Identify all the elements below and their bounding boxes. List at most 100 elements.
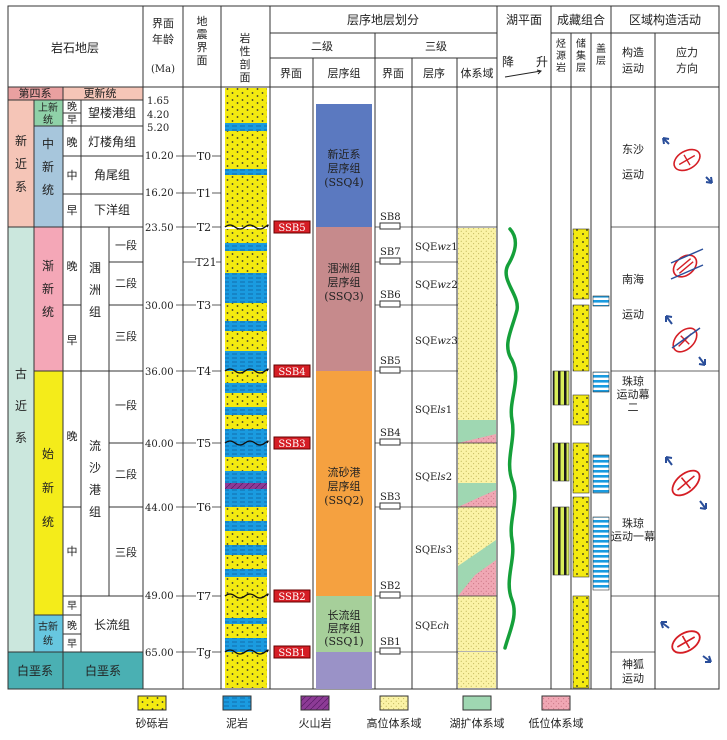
legend-highstand: 高位体系域 bbox=[367, 716, 422, 730]
label-denglou: 灯楼角组 bbox=[88, 134, 136, 149]
age-40-00: 40.00 bbox=[145, 439, 174, 450]
regional-tectonics: 东沙 运动 南海 运动 珠琼 运动幕 二 珠琼 运动一幕 神狐 运动 bbox=[610, 86, 720, 690]
label-neogene-2: 近 bbox=[15, 157, 27, 171]
tect-zq1-2: 运动一幕 bbox=[611, 529, 655, 543]
label-late-2: 晚 bbox=[67, 136, 78, 149]
age-5-20: 5.20 bbox=[147, 123, 169, 134]
label-wz-duan3: 三段 bbox=[115, 329, 137, 343]
seis-t5: T5 bbox=[197, 437, 211, 450]
tect-dongsha-1: 东沙 bbox=[622, 143, 644, 156]
sb8: SB8 bbox=[380, 212, 401, 223]
label-eocene-3: 统 bbox=[42, 515, 54, 529]
ssb5: SSB5 bbox=[278, 223, 305, 234]
age-44-00: 44.00 bbox=[145, 503, 174, 514]
label-early-5: 早 bbox=[67, 638, 77, 650]
lake-arrow bbox=[504, 69, 542, 78]
age-36-00: 36.00 bbox=[145, 367, 174, 378]
stress-ellipse-icon bbox=[671, 630, 701, 654]
header-age-3: (Ma) bbox=[151, 64, 175, 75]
label-cretaceous-2: 白垩系 bbox=[85, 663, 121, 678]
label-jiaowei: 角尾组 bbox=[94, 168, 130, 182]
header-cap-1: 盖 bbox=[596, 42, 606, 55]
tect-zq2-1: 珠琼 bbox=[622, 374, 644, 388]
age-10-20: 10.20 bbox=[145, 151, 174, 162]
age-23-50: 23.50 bbox=[145, 223, 174, 234]
label-eocene-2: 新 bbox=[42, 480, 54, 495]
ssb2: SSB2 bbox=[278, 592, 305, 603]
label-paleogene-2: 近 bbox=[15, 399, 27, 413]
seq-ch: SQEch bbox=[415, 621, 449, 632]
ssq0-box bbox=[316, 652, 372, 689]
header-seismic-2: 震 bbox=[197, 28, 208, 41]
header-litho-1: 岩 bbox=[240, 31, 251, 45]
ssq2-box bbox=[316, 371, 372, 596]
sb4: SB4 bbox=[380, 428, 401, 439]
ssq4-label-3: (SSQ4) bbox=[324, 176, 363, 189]
stress-ellipse-icon bbox=[672, 327, 698, 353]
header-stress-2: 方向 bbox=[676, 61, 698, 75]
label-ls-duan3: 三段 bbox=[115, 545, 137, 559]
header-seismic-3: 界 bbox=[197, 41, 208, 54]
label-late-3: 晚 bbox=[67, 260, 78, 273]
label-weizhou-1: 涠 bbox=[89, 261, 101, 275]
label-weizhou-2: 洲 bbox=[89, 283, 101, 297]
seq-wz2: SQEwz2 bbox=[415, 280, 458, 291]
header-rise: 升 bbox=[536, 55, 548, 69]
ssq1-label-3: (SSQ1) bbox=[324, 635, 363, 648]
seq-ls3: SQEls3 bbox=[415, 545, 452, 556]
age-4-20: 4.20 bbox=[147, 110, 169, 121]
lake-level-curve bbox=[503, 227, 519, 650]
ssq3-label-3: (SSQ3) bbox=[324, 290, 363, 303]
ssq4-label-1: 新近系 bbox=[328, 147, 361, 161]
seq-ls2: SQEls2 bbox=[415, 472, 452, 483]
header: 岩石地层 界面 年龄 (Ma) 地 震 界 面 岩 性 剖 面 层序地层划分 二… bbox=[7, 5, 720, 88]
label-ls-2: 沙 bbox=[89, 461, 101, 475]
seis-tg: Tg bbox=[197, 646, 211, 659]
label-ls-3: 港 bbox=[89, 483, 101, 497]
header-litho-4: 面 bbox=[240, 71, 251, 84]
header-source-1: 烃 bbox=[556, 37, 566, 50]
seq-wz3: SQEwz3 bbox=[415, 336, 458, 347]
header-level3: 三级 bbox=[425, 40, 447, 53]
tect-shenhu-1: 神狐 bbox=[622, 657, 644, 671]
label-ls-4: 组 bbox=[89, 505, 101, 519]
label-ls-duan1: 一段 bbox=[115, 398, 137, 412]
header-seq: 层序 bbox=[423, 66, 445, 80]
ssq4-box bbox=[316, 104, 372, 227]
age-30-00: 30.00 bbox=[145, 301, 174, 312]
ssq2-label-3: (SSQ2) bbox=[324, 494, 363, 507]
label-paleocene-1: 古新 bbox=[38, 620, 58, 633]
seis-t4: T4 bbox=[197, 365, 211, 378]
ssb4: SSB4 bbox=[278, 367, 305, 378]
label-neogene-3: 系 bbox=[15, 180, 27, 194]
legend: 砂砾岩 泥岩 火山岩 高位体系域 湖扩体系域 低位体系域 bbox=[136, 695, 584, 730]
sb6: SB6 bbox=[380, 290, 401, 301]
header-level2: 二级 bbox=[311, 40, 333, 53]
header-tectonic-1: 构造 bbox=[622, 45, 644, 59]
seq-ls1: SQEls1 bbox=[415, 405, 452, 416]
label-xiayang: 下洋组 bbox=[94, 202, 130, 217]
seis-t21: T21 bbox=[195, 256, 216, 269]
label-early-3: 早 bbox=[67, 334, 78, 347]
legend-mud: 泥岩 bbox=[226, 716, 248, 730]
tect-nanhai-2: 运动 bbox=[622, 308, 644, 321]
tect-shenhu-2: 运动 bbox=[622, 672, 644, 685]
ssb1: SSB1 bbox=[278, 648, 305, 659]
header-age-2: 年龄 bbox=[152, 32, 174, 46]
tect-zq2-3: 二 bbox=[628, 401, 639, 414]
label-ls-1: 流 bbox=[89, 439, 101, 453]
header-regional: 区域构造活动 bbox=[629, 12, 701, 27]
tect-zq2-2: 运动幕 bbox=[617, 387, 650, 401]
label-changliu: 长流组 bbox=[94, 618, 130, 632]
label-middle-tong-1: 中 bbox=[42, 136, 54, 151]
seis-t6: T6 bbox=[197, 501, 211, 514]
lithology-layers bbox=[225, 88, 267, 688]
label-pleistocene: 更新统 bbox=[84, 86, 117, 100]
label-late-1: 晚 bbox=[67, 101, 77, 113]
label-middle-1: 中 bbox=[67, 169, 78, 182]
label-early-2: 早 bbox=[67, 204, 78, 217]
label-early-1: 早 bbox=[67, 114, 77, 126]
seis-t0: T0 bbox=[197, 150, 211, 163]
header-source-2: 源 bbox=[556, 49, 566, 62]
